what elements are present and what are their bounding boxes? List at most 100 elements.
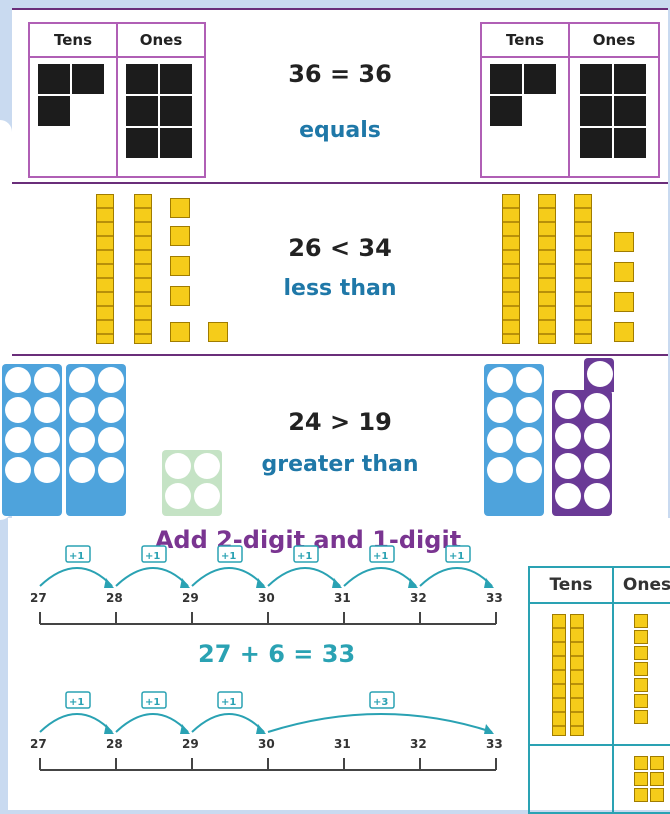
jump-box — [65, 545, 91, 563]
counter-circle — [516, 457, 542, 483]
counter-circle — [69, 427, 95, 453]
jump-box — [293, 545, 319, 563]
jump-label: +1 — [449, 551, 464, 562]
counter-circle — [194, 483, 220, 509]
equation-less: 26 < 34 — [288, 234, 392, 262]
ones-header: Ones — [118, 24, 204, 58]
ones-header: Ones — [614, 568, 670, 604]
counter-circle — [516, 367, 542, 393]
ten-rod — [134, 194, 152, 344]
ones-header: Ones — [570, 24, 658, 58]
addition-sum: 27 + 6 = 33 — [198, 640, 356, 668]
jump-arc — [267, 713, 493, 733]
one-block — [126, 96, 158, 126]
counter-circle — [98, 457, 124, 483]
counter-circle — [98, 367, 124, 393]
place-value-chart-right: Tens Ones — [480, 22, 660, 178]
place-value-chart-bottom: Tens Ones — [528, 566, 670, 814]
one-block — [160, 128, 192, 158]
ten-block — [490, 64, 522, 94]
counter-circle — [5, 397, 31, 423]
row-divider — [12, 354, 668, 356]
ten-block — [38, 64, 70, 94]
ten-rod — [96, 194, 114, 344]
counter-circle — [555, 393, 581, 419]
tick-label: 28 — [106, 737, 123, 751]
ten-block — [490, 96, 522, 126]
jump-arrowhead — [104, 724, 114, 734]
tick-label: 31 — [334, 737, 351, 751]
counter-circle — [555, 453, 581, 479]
one-cube — [170, 256, 190, 276]
counter-circle — [165, 483, 191, 509]
counter-circle — [487, 457, 513, 483]
one-block — [160, 96, 192, 126]
ten-frame-purple — [552, 390, 612, 516]
ten-block — [72, 64, 104, 94]
tick-label: 32 — [410, 737, 427, 751]
counter-circle — [34, 367, 60, 393]
jump-arrowhead — [332, 578, 342, 588]
counter-circle — [487, 367, 513, 393]
jump-arrowhead — [408, 578, 418, 588]
jump-box — [217, 545, 243, 563]
tick-label: 27 — [30, 591, 47, 605]
counter-circle — [69, 457, 95, 483]
ten-block — [524, 64, 556, 94]
one-cube — [650, 756, 664, 770]
one-cube — [170, 322, 190, 342]
jump-arrowhead — [484, 724, 494, 734]
jump-arc — [267, 567, 341, 587]
tick-label: 30 — [258, 737, 275, 751]
jump-box — [217, 691, 243, 709]
one-cube — [634, 646, 648, 660]
ten-rod — [538, 194, 556, 344]
jump-label: +3 — [373, 697, 388, 708]
counter-circle — [98, 427, 124, 453]
jump-label: +1 — [145, 551, 160, 562]
one-cube — [614, 262, 634, 282]
jump-box — [141, 545, 167, 563]
jump-box — [445, 545, 471, 563]
jump-arrowhead — [256, 578, 266, 588]
one-cube — [650, 788, 664, 802]
ten-frame-blue — [2, 364, 62, 516]
counter-circle — [487, 427, 513, 453]
counter-circle — [34, 427, 60, 453]
one-block — [160, 64, 192, 94]
one-block — [614, 96, 646, 126]
word-equals: equals — [299, 118, 381, 143]
one-cube — [634, 756, 648, 770]
jump-arc — [343, 567, 417, 587]
counter-circle — [165, 453, 191, 479]
one-cube — [634, 614, 648, 628]
jump-arc — [419, 567, 493, 587]
jump-label: +1 — [221, 697, 236, 708]
jump-arc — [39, 567, 113, 587]
one-cube — [170, 226, 190, 246]
jump-label: +1 — [69, 551, 84, 562]
counter-circle — [584, 453, 610, 479]
tens-header: Tens — [482, 24, 568, 58]
tick-label: 27 — [30, 737, 47, 751]
tick-label: 33 — [486, 591, 503, 605]
counter-circle — [516, 427, 542, 453]
jump-arrowhead — [180, 578, 190, 588]
counter-circle — [98, 397, 124, 423]
counter-circle — [34, 457, 60, 483]
tick-label: 33 — [486, 737, 503, 751]
counter-circle — [584, 483, 610, 509]
counter-circle — [69, 397, 95, 423]
comparison-panel: Tens Ones 36 = 36 equals Tens Ones 26 < … — [2, 8, 668, 520]
counter-circle — [5, 427, 31, 453]
ten-rod — [502, 194, 520, 344]
jump-arc — [191, 567, 265, 587]
tick-label: 29 — [182, 591, 199, 605]
ten-rod — [552, 614, 566, 736]
word-less-than: less than — [283, 276, 397, 301]
one-cube — [634, 710, 648, 724]
one-block — [614, 64, 646, 94]
one-cube — [614, 232, 634, 252]
ten-frame-purple-top — [584, 358, 614, 392]
counter-circle — [555, 423, 581, 449]
